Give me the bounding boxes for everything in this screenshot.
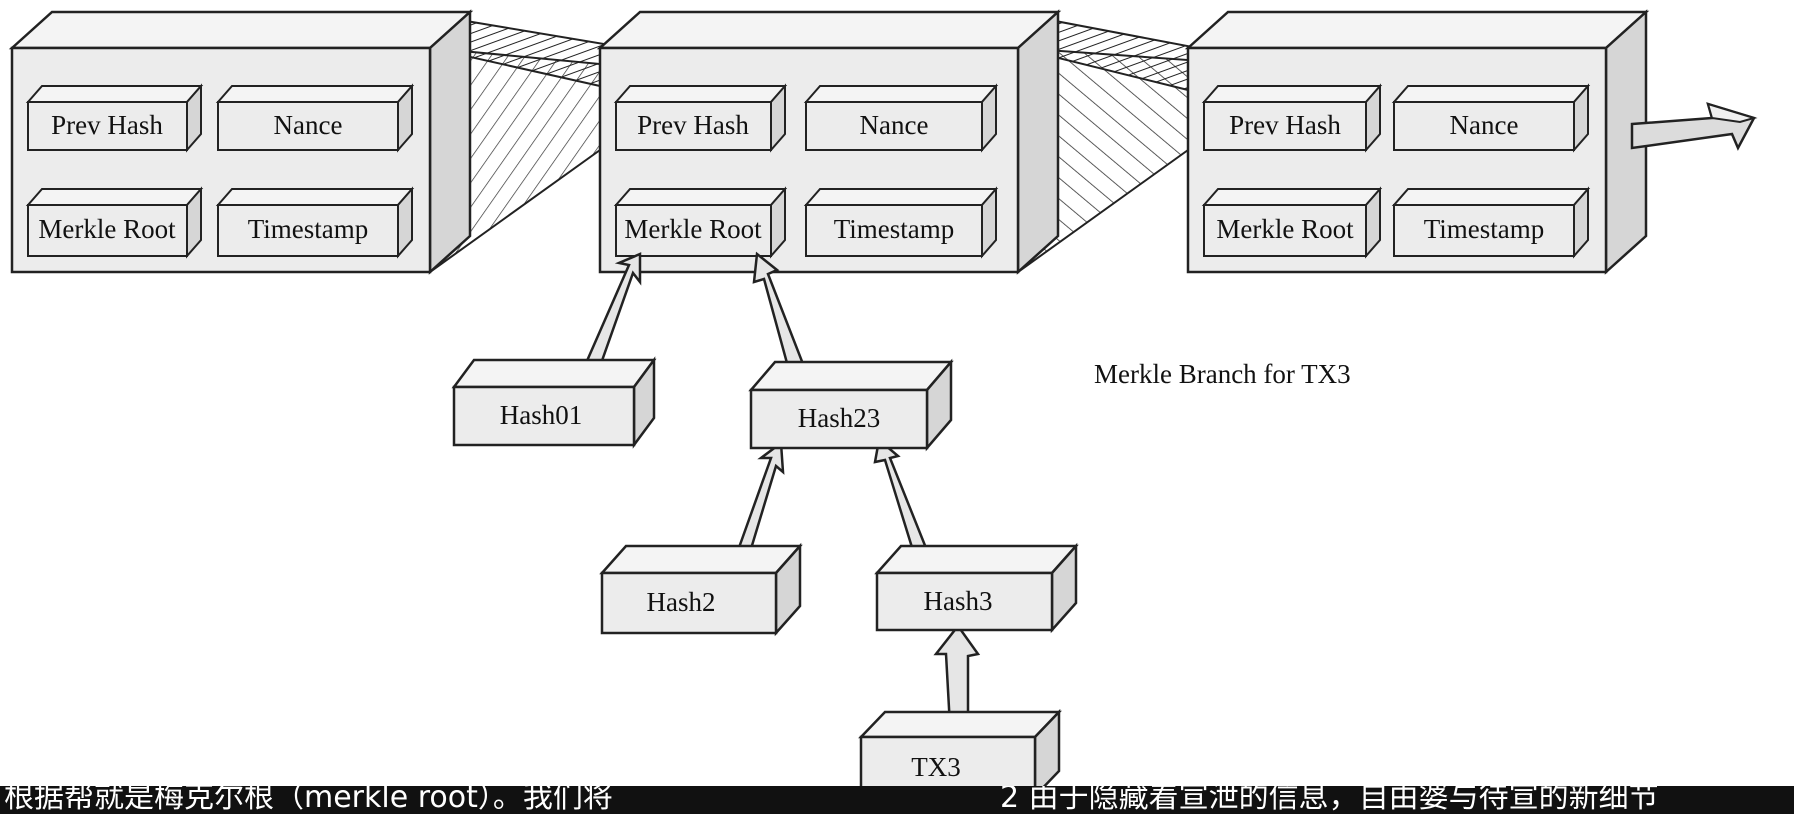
merkle-branch-label: Merkle Branch for TX3	[1094, 359, 1351, 389]
block-2: Prev Hash Nance Merkle Root Timestamp	[596, 9, 1062, 275]
merkle-root-field: Merkle Root	[613, 186, 788, 259]
prev-hash-field: Prev Hash	[25, 83, 204, 153]
timestamp-label: Timestamp	[834, 214, 955, 244]
hash3-label: Hash3	[924, 586, 993, 616]
nonce-label: Nance	[860, 110, 929, 140]
merkle-root-field: Merkle Root	[1201, 186, 1383, 259]
nonce-field: Nance	[215, 83, 415, 153]
tx3-label: TX3	[911, 752, 961, 782]
tree-node-hash23: Hash23	[748, 358, 954, 452]
arrow-hash01-to-root-icon	[581, 252, 642, 374]
block-1: Prev Hash Nance Merkle Root Timestamp	[8, 9, 474, 275]
chain-continue-arrow-icon	[1630, 102, 1758, 151]
timestamp-label: Timestamp	[248, 214, 369, 244]
prev-hash-label: Prev Hash	[1229, 110, 1341, 140]
caption-strip: 根据帮就是梅克尔根（merkle root）。我们将 2 由于隐藏着宣泄的信息，…	[0, 786, 1794, 814]
merkle-root-label: Merkle Root	[1216, 214, 1354, 244]
hash2-label: Hash2	[647, 587, 716, 617]
prev-hash-label: Prev Hash	[51, 110, 163, 140]
block-3: Prev Hash Nance Merkle Root Timestamp	[1184, 9, 1650, 275]
prev-hash-field: Prev Hash	[1201, 83, 1383, 153]
nonce-label: Nance	[1450, 110, 1519, 140]
merkle-root-label: Merkle Root	[38, 214, 176, 244]
hash23-label: Hash23	[798, 403, 881, 433]
prev-hash-label: Prev Hash	[637, 110, 749, 140]
nonce-field: Nance	[1391, 83, 1591, 153]
hash01-label: Hash01	[500, 400, 583, 430]
caption-left-text: 根据帮就是梅克尔根（merkle root）。我们将	[4, 786, 613, 814]
merkle-root-label: Merkle Root	[624, 214, 762, 244]
timestamp-field: Timestamp	[1391, 186, 1591, 259]
timestamp-label: Timestamp	[1424, 214, 1545, 244]
merkle-root-field: Merkle Root	[25, 186, 204, 259]
tree-node-tx3: TX3	[858, 708, 1062, 800]
nonce-field: Nance	[803, 83, 999, 153]
prev-hash-field: Prev Hash	[613, 83, 788, 153]
timestamp-field: Timestamp	[215, 186, 415, 259]
caption-right-text: 2 由于隐藏着宣泄的信息，自由婆与待宣的新细节	[1000, 786, 1659, 814]
timestamp-field: Timestamp	[803, 186, 999, 259]
nonce-label: Nance	[274, 110, 343, 140]
tree-node-hash3: Hash3	[874, 542, 1079, 634]
tree-node-hash2: Hash2	[599, 542, 803, 637]
tree-node-hash01: Hash01	[451, 356, 657, 449]
